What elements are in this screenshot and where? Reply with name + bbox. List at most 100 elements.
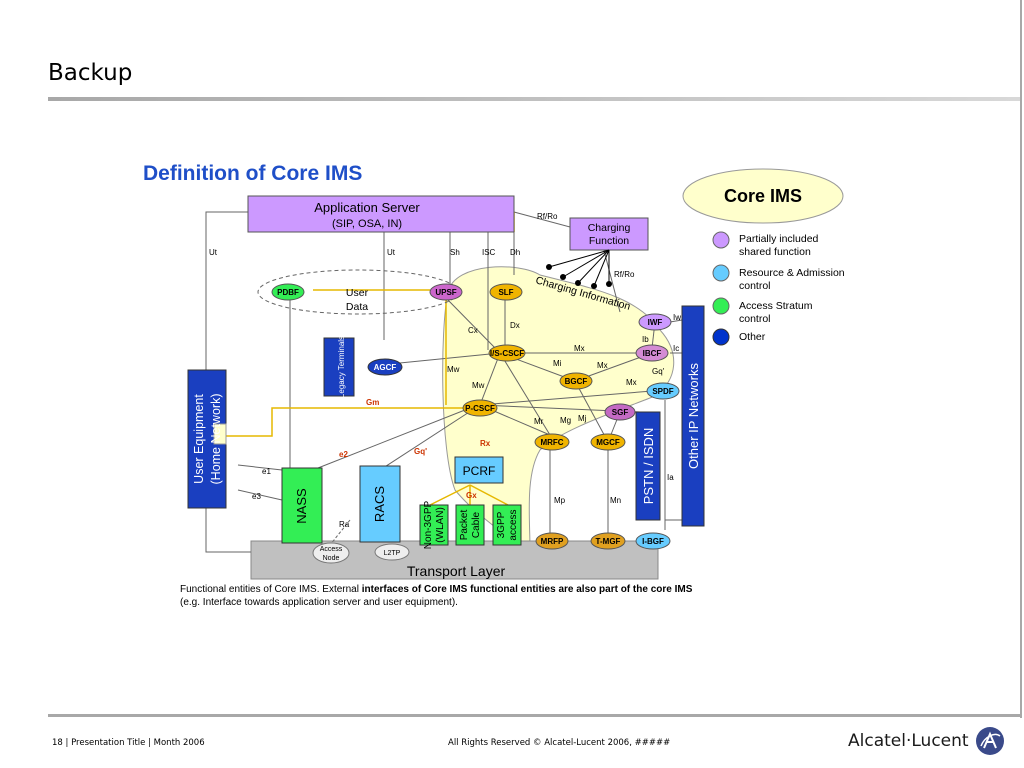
non3gpp-line2: (WLAN) <box>435 507 446 543</box>
logo-text: Alcatel·Lucent <box>848 731 969 751</box>
iface-ra: Ra <box>339 520 350 529</box>
legend-blue-line1: Resource & Admission <box>739 267 845 279</box>
iface-ut2: Ut <box>387 248 396 257</box>
iface-e1: e1 <box>262 467 271 476</box>
user-equipment-line2: (Home Network) <box>209 394 223 485</box>
iface-ib: Ib <box>642 335 649 344</box>
core-ims-badge-label: Core IMS <box>724 186 802 206</box>
3gpp-access-line1: 3GPP <box>496 511 507 538</box>
scscf-node <box>488 344 526 362</box>
user-equipment-port <box>213 423 227 445</box>
diagram-caption: Functional entities of Core IMS. Externa… <box>180 583 800 609</box>
title-divider <box>48 97 1020 101</box>
ibgf-label: I-BGF <box>642 537 664 546</box>
iface-rfro2: Rf/Ro <box>614 270 635 279</box>
access-node-line2: Node <box>323 555 340 562</box>
iface-rx: Rx <box>480 439 491 448</box>
right-edge-divider <box>1020 0 1022 718</box>
application-server-title: Application Server <box>314 200 420 215</box>
user-data-line1: User <box>346 287 369 299</box>
pstn-isdn-box <box>635 411 661 521</box>
iface-gx: Gx <box>466 491 477 500</box>
iface-e3: e3 <box>252 492 261 501</box>
spdf-label: SPDF <box>652 387 673 396</box>
interface-labels: Ut Ut Sh ISC Dh Rf/Ro Rf/Ro Cx Dx Mx Mi … <box>209 212 681 529</box>
iface-gq2: Gq' <box>652 367 665 376</box>
diagram-heading: Definition of Core IMS <box>143 162 362 185</box>
transport-layer-label: Transport Layer <box>407 563 506 579</box>
iface-mn: Mn <box>610 496 621 505</box>
bgcf-node <box>559 372 593 390</box>
iface-mg: Mg <box>560 416 571 425</box>
mrfc-node <box>534 433 570 451</box>
racs-label: RACS <box>372 486 387 522</box>
iface-mj: Mj <box>578 414 587 423</box>
non3gpp-box <box>419 504 449 546</box>
pcrf-box <box>454 456 504 484</box>
iface-ut1: Ut <box>209 248 218 257</box>
upsf-label: UPSF <box>435 288 456 297</box>
access-node-line1: Access <box>320 546 343 553</box>
legend-darkblue-swatch <box>712 328 730 346</box>
pdbf-label: PDBF <box>277 288 299 297</box>
core-ims-badge <box>682 168 844 224</box>
footer-divider <box>48 714 1020 717</box>
sgf-label: SGF <box>612 408 629 417</box>
iface-gq1: Gq' <box>414 447 427 456</box>
iface-dx: Dx <box>510 321 520 330</box>
tmgf-label: T-MGF <box>596 537 621 546</box>
iface-iw: Iw <box>673 313 681 322</box>
iface-mw2: Mw <box>472 381 485 390</box>
application-server-box <box>247 195 515 233</box>
iface-e2: e2 <box>339 450 348 459</box>
other-ip-networks-label: Other IP Networks <box>686 363 701 469</box>
bgcf-label: BGCF <box>565 377 588 386</box>
iface-ic: Ic <box>673 344 679 353</box>
iface-mx3: Mx <box>626 378 637 387</box>
user-data-line2: Data <box>346 301 368 313</box>
ibgf-node <box>635 532 671 550</box>
legend-blue-swatch <box>712 264 730 282</box>
legend-green-line1: Access Stratum <box>739 300 813 312</box>
mgcf-node <box>590 433 626 451</box>
caption-normal-text: Functional entities of Core IMS. Externa… <box>180 584 362 595</box>
iface-mr: Mr <box>534 417 544 426</box>
sgf-node <box>604 403 636 421</box>
tmgf-node <box>590 532 626 550</box>
legend-darkblue-line1: Other <box>739 331 766 343</box>
legend: Partially included shared function Resou… <box>712 231 845 346</box>
legend-blue-line2: control <box>739 280 771 292</box>
pdbf-node <box>271 283 305 301</box>
iface-mx1: Mx <box>574 344 585 353</box>
nass-box <box>281 467 323 544</box>
iface-mw1: Mw <box>447 365 460 374</box>
footer-copyright: All Rights Reserved © Alcatel-Lucent 200… <box>448 738 671 748</box>
other-ip-networks-box <box>681 305 705 527</box>
legend-purple-line2: shared function <box>739 246 811 258</box>
caption-line2: (e.g. Interface towards application serv… <box>180 597 458 608</box>
agcf-label: AGCF <box>374 363 397 372</box>
nass-label: NASS <box>294 488 309 524</box>
slide-title: Backup <box>48 60 133 86</box>
legend-purple-line1: Partially included <box>739 233 819 245</box>
iface-isc: ISC <box>482 248 496 257</box>
packet-cable-box <box>455 504 485 546</box>
pcscf-label: P-CSCF <box>465 404 495 413</box>
scscf-label: I/S-CSCF <box>490 349 524 358</box>
alcatel-lucent-logo: Alcatel·Lucent <box>848 726 1005 756</box>
mrfp-label: MRFP <box>541 537 564 546</box>
caption-bold-text: interfaces of Core IMS functional entiti… <box>361 584 693 595</box>
iface-cx: Cx <box>468 326 478 335</box>
application-server-subtitle: (SIP, OSA, IN) <box>332 218 402 230</box>
alcatel-lucent-logo-icon <box>975 727 1004 755</box>
iface-gm: Gm <box>366 398 379 407</box>
pcscf-node <box>462 399 498 417</box>
iface-mp: Mp <box>554 496 566 505</box>
pstn-isdn-label: PSTN / ISDN <box>641 428 656 505</box>
charging-function-line2: Function <box>589 235 629 247</box>
packet-cable-line1: Packet <box>459 509 470 540</box>
pcrf-label: PCRF <box>463 464 496 478</box>
iface-mx2: Mx <box>597 361 608 370</box>
mgcf-label: MGCF <box>596 438 620 447</box>
mrfc-label: MRFC <box>540 438 563 447</box>
